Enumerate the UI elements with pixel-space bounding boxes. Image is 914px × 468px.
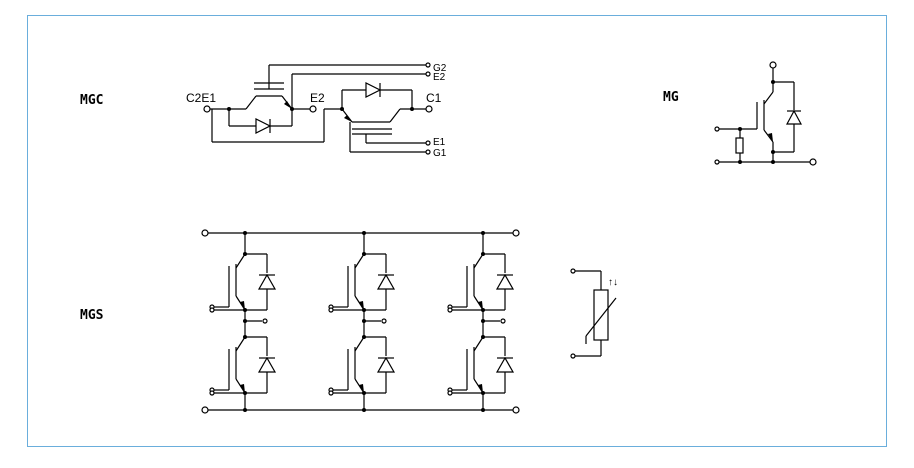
label-mg: MG bbox=[663, 90, 679, 105]
mgc-half-bridge: C2E1 E2 C1 G2 E2 E1 G1 bbox=[186, 62, 447, 159]
thermistor-arrows: ↑↓ bbox=[608, 277, 618, 288]
pin-g1: G1 bbox=[433, 148, 447, 159]
terminal-c2e1 bbox=[203, 105, 211, 113]
pin-c1: C1 bbox=[426, 91, 442, 105]
pin-e2-top: E2 bbox=[433, 72, 446, 83]
pin-g2: G2 bbox=[433, 63, 447, 74]
label-mgs: MGS bbox=[80, 308, 104, 323]
terminal-c1 bbox=[425, 105, 433, 113]
ntc-thermistor: ↑↓ bbox=[570, 268, 618, 359]
label-mgc: MGC bbox=[80, 93, 103, 108]
terminal-e2 bbox=[309, 105, 317, 113]
pin-c2e1: C2E1 bbox=[186, 91, 216, 105]
pin-e1: E1 bbox=[433, 137, 446, 148]
pin-e2: E2 bbox=[310, 91, 325, 105]
mg-single-switch bbox=[714, 61, 817, 166]
mgs-six-pack bbox=[201, 229, 520, 414]
diagram-frame bbox=[27, 15, 887, 447]
